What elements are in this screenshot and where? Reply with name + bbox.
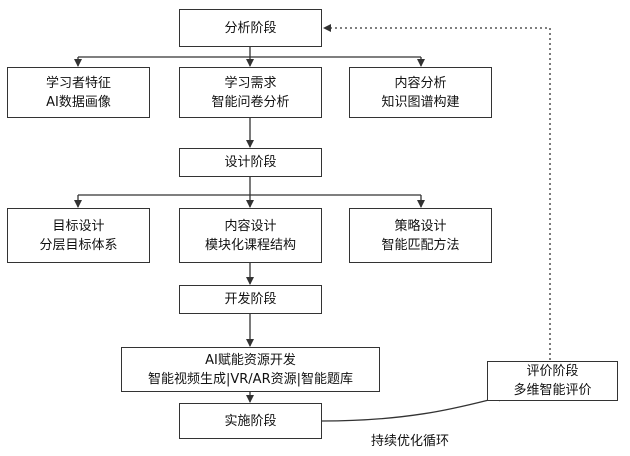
goal-design-box: 目标设计 分层目标体系 [7, 208, 150, 263]
design-stage-label: 设计阶段 [224, 155, 277, 170]
content-analysis-title: 内容分析 [394, 75, 447, 91]
learner-features-detail: AI数据画像 [46, 94, 111, 110]
learning-needs-title: 学习需求 [224, 75, 277, 91]
strategy-design-detail: 智能匹配方法 [381, 237, 460, 253]
content-analysis-detail: 知识图谱构建 [381, 94, 460, 110]
resource-development-title: AI赋能资源开发 [205, 352, 296, 368]
implementation-stage-label: 实施阶段 [224, 413, 277, 429]
loop-caption: 持续优化循环 [371, 434, 450, 449]
content-design-box: 内容设计 模块化课程结构 [179, 208, 322, 263]
resource-development-box: AI赋能资源开发 智能视频生成|VR/AR资源|智能题库 [121, 347, 380, 392]
content-design-detail: 模块化课程结构 [204, 237, 296, 253]
analysis-stage-box: 分析阶段 [179, 9, 322, 47]
evaluation-stage-title: 评价阶段 [526, 364, 579, 379]
learning-needs-detail: 智能问卷分析 [211, 94, 290, 110]
learner-features-title: 学习者特征 [45, 75, 111, 91]
arrow-to-evaluation [321, 393, 506, 422]
strategy-design-title: 策略设计 [394, 218, 447, 234]
resource-development-detail: 智能视频生成|VR/AR资源|智能题库 [148, 371, 353, 387]
development-stage-box: 开发阶段 [179, 285, 322, 314]
feedback-loop-arrow [323, 24, 551, 360]
strategy-design-box: 策略设计 智能匹配方法 [349, 208, 492, 263]
goal-design-title: 目标设计 [52, 218, 105, 234]
design-stage-box: 设计阶段 [179, 148, 322, 177]
learner-features-box: 学习者特征 AI数据画像 [7, 67, 150, 118]
evaluation-stage-detail: 多维智能评价 [513, 383, 592, 398]
development-stage-label: 开发阶段 [224, 292, 277, 307]
goal-design-detail: 分层目标体系 [39, 237, 118, 253]
content-analysis-box: 内容分析 知识图谱构建 [349, 67, 492, 118]
analysis-stage-label: 分析阶段 [224, 20, 277, 36]
content-design-title: 内容设计 [224, 218, 277, 234]
learning-needs-box: 学习需求 智能问卷分析 [179, 67, 322, 118]
implementation-stage-box: 实施阶段 [179, 403, 322, 439]
evaluation-stage-box: 评价阶段 多维智能评价 [487, 361, 618, 401]
